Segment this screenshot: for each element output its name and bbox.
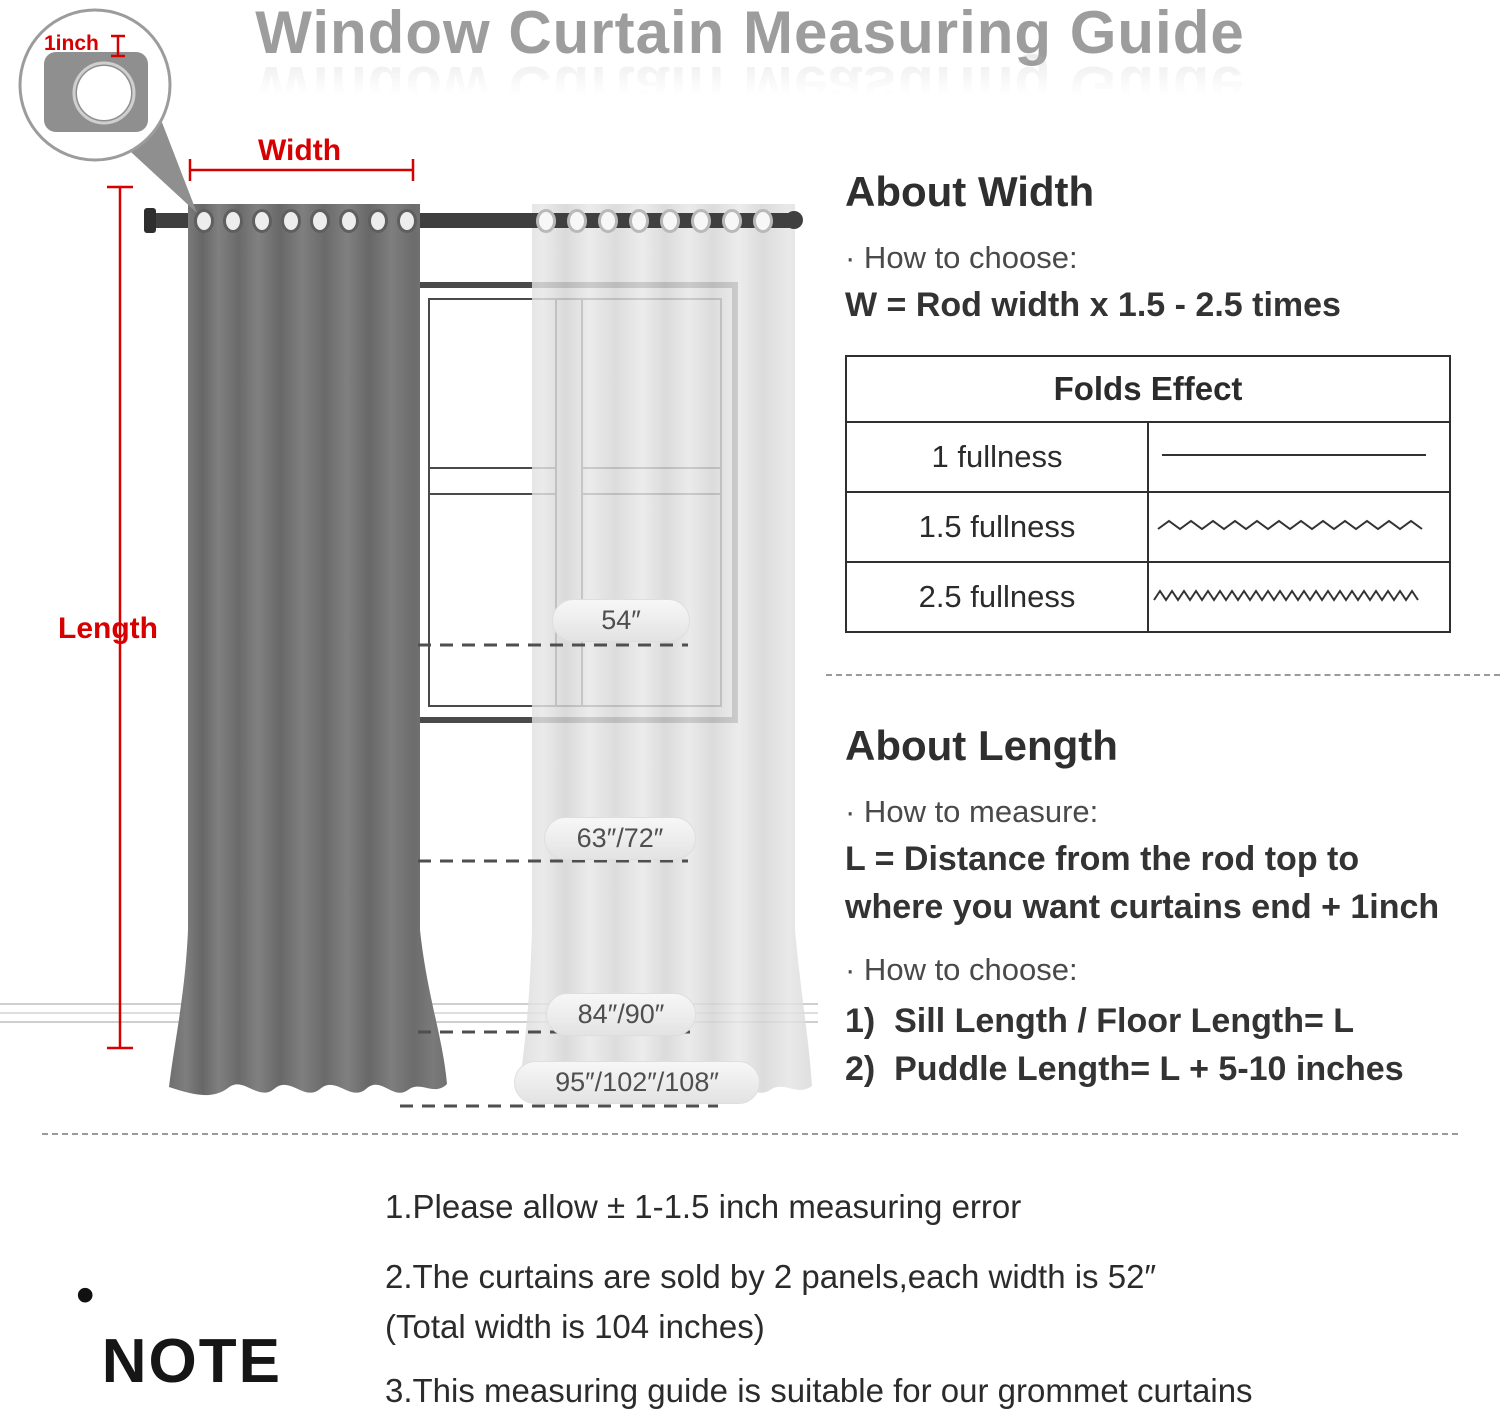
front-curtain-panel: [169, 204, 447, 1096]
one-inch-bracket: [111, 34, 125, 58]
sheer-curtain-panel: [519, 204, 812, 1097]
front-curtain-grommets: [194, 209, 417, 233]
table-row: 2.5 fullness: [845, 561, 1451, 633]
length-marker-54: 54″: [552, 599, 690, 642]
length-formula-line1: L = Distance from the rod top to: [845, 840, 1360, 878]
width-measure-line: [188, 159, 415, 181]
width-how-to-choose: · How to choose:: [845, 240, 1078, 275]
note-divider: [42, 1133, 1458, 1135]
note-item-1: 1.Please allow ± 1-1.5 inch measuring er…: [385, 1188, 1022, 1225]
table-row: 1.5 fullness: [845, 491, 1451, 563]
table-row: 1 fullness: [845, 421, 1451, 493]
about-width-heading: About Width: [845, 168, 1095, 215]
right-column-divider: [826, 674, 1500, 676]
length-label: Length: [58, 612, 158, 645]
page-title-reflection: Window Curtain Measuring Guide: [255, 54, 1245, 121]
grommet-hole: [72, 61, 136, 125]
length-marker-95-102-108: 95″/102″/108″: [514, 1061, 760, 1104]
note-title: • NOTE: [58, 1246, 282, 1415]
grommet-magnifier: [18, 8, 197, 213]
fullness-2-5-label: 2.5 fullness: [845, 561, 1149, 633]
width-label: Width: [258, 134, 342, 167]
folds-effect-table: Folds Effect 1 fullness 1.5 fullness 2.5…: [845, 355, 1451, 633]
note-item-3: 3.This measuring guide is suitable for o…: [385, 1372, 1253, 1409]
length-marker-84-90: 84″/90″: [546, 993, 696, 1036]
fullness-2-5-wave: [1147, 561, 1451, 633]
note-item-2-continued: (Total width is 104 inches): [385, 1308, 765, 1345]
folds-table-header: Folds Effect: [845, 355, 1451, 423]
page-title: Window Curtain Measuring Guide: [255, 0, 1245, 66]
sheer-curtain-grommets: [536, 209, 773, 233]
title-block: Window Curtain Measuring Guide Window Cu…: [0, 0, 1500, 121]
fullness-1-5-wave: [1147, 491, 1451, 563]
length-choice-2: 2) Puddle Length= L + 5-10 inches: [845, 1050, 1404, 1088]
length-how-to-measure: · How to measure:: [845, 794, 1099, 829]
length-choice-1: 1) Sill Length / Floor Length= L: [845, 1002, 1355, 1040]
length-how-to-choose: · How to choose:: [845, 952, 1078, 987]
dense-wave-line-icon: [1153, 588, 1419, 602]
note-label: NOTE: [101, 1327, 283, 1396]
one-inch-label: 1inch: [44, 32, 99, 55]
note-bullet: •: [75, 1265, 95, 1325]
fullness-1-5-label: 1.5 fullness: [845, 491, 1149, 563]
fullness-1-label: 1 fullness: [845, 421, 1149, 493]
curtain-diagram: [0, 8, 818, 1108]
width-formula: W = Rod width x 1.5 - 2.5 times: [845, 286, 1341, 324]
wave-line-icon: [1157, 519, 1423, 530]
about-length-heading: About Length: [845, 722, 1118, 769]
note-item-2: 2.The curtains are sold by 2 panels,each…: [385, 1258, 1157, 1295]
length-measure-line: [107, 185, 133, 1050]
fullness-1-line: [1147, 421, 1451, 493]
length-formula-line2: where you want curtains end + 1inch: [845, 888, 1440, 926]
length-marker-63-72: 63″/72″: [544, 817, 696, 860]
straight-line-icon: [1162, 453, 1426, 456]
